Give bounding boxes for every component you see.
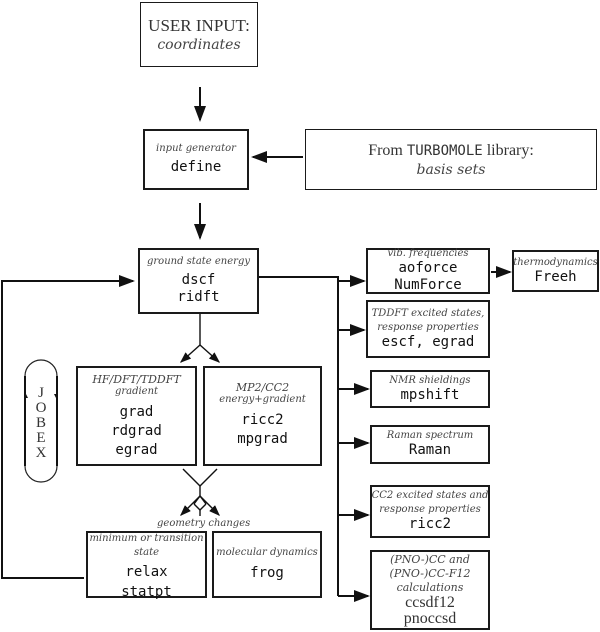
relax-caption: minimum or transition xyxy=(89,533,204,544)
program-ccsdf12: ccsdf12 xyxy=(405,594,455,611)
program-ricc2-excited: ricc2 xyxy=(408,516,452,532)
hf-dft-caption2: gradient xyxy=(114,386,159,397)
nmr-box: NMR shieldings mpshift xyxy=(370,370,490,408)
define-box: input generator define xyxy=(143,129,249,190)
geometry-changes-label: geometry changes xyxy=(157,518,251,529)
loop-back-line xyxy=(1,275,135,579)
jobex-letter: X xyxy=(35,445,47,461)
fork-arrow-left xyxy=(179,344,201,363)
fork2-arrow-right xyxy=(199,495,220,516)
cc2-caption2: response properties xyxy=(379,504,481,515)
mp2-cc2-caption: MP2/CC2 xyxy=(235,381,290,394)
library-subtitle: basis sets xyxy=(416,161,486,178)
library-prefix: From xyxy=(368,141,407,159)
library-name: TURBOMOLE xyxy=(406,142,483,159)
jobex-letter: O xyxy=(35,400,47,416)
jobex-label: J O B E X xyxy=(24,386,58,461)
freeh-caption: thermodynamics xyxy=(513,256,598,268)
relax-box: minimum or transition state relax statpt xyxy=(86,531,207,600)
fork2-arrow-left xyxy=(180,495,201,516)
jobex-letter: J xyxy=(38,385,44,401)
library-suffix: library: xyxy=(482,141,534,159)
jobex-letter: B xyxy=(35,415,46,431)
library-title: From TURBOMOLE library: xyxy=(368,141,534,161)
program-grad: grad xyxy=(119,404,154,420)
program-numforce: NumForce xyxy=(394,277,462,293)
frog-box: molecular dynamics frog xyxy=(212,531,322,598)
frog-caption: molecular dynamics xyxy=(216,547,318,558)
vib-frequencies-box: vib. frequencies aoforce NumForce xyxy=(366,248,490,294)
program-ridft: ridft xyxy=(177,289,220,305)
tddft-caption: TDDFT excited states, xyxy=(371,307,485,319)
tddft-box: TDDFT excited states, response propertie… xyxy=(366,300,490,358)
library-box: From TURBOMOLE library: basis sets xyxy=(305,129,597,190)
program-escf-egrad: escf, egrad xyxy=(381,333,475,350)
user-input-subtitle: coordinates xyxy=(157,36,241,53)
program-aoforce: aoforce xyxy=(398,260,458,276)
program-egrad: egrad xyxy=(115,442,158,458)
nmr-caption: NMR shieldings xyxy=(389,374,471,386)
program-mpgrad: mpgrad xyxy=(237,431,288,447)
cc2-excited-box: CC2 excited states and response properti… xyxy=(370,485,490,538)
raman-caption: Raman spectrum xyxy=(386,430,474,441)
pno-cc-box: (PNO-)CC and (PNO-)CC-F12 calculations c… xyxy=(370,550,490,630)
pno-caption: (PNO-)CC and xyxy=(390,553,470,566)
program-rdgrad: rdgrad xyxy=(111,423,162,439)
pno-caption2: (PNO-)CC-F12 xyxy=(389,567,471,580)
mp2-cc2-caption2: energy+gradient xyxy=(219,394,306,405)
ground-state-box: ground state energy dscf ridft xyxy=(138,248,259,314)
tddft-caption2: response properties xyxy=(377,321,479,333)
freeh-box: thermodynamics Freeh xyxy=(512,250,599,292)
program-statpt: statpt xyxy=(121,584,172,600)
program-freeh: Freeh xyxy=(534,268,577,285)
program-pnoccsd: pnoccsd xyxy=(403,610,457,627)
program-dscf: dscf xyxy=(181,272,216,288)
program-relax: relax xyxy=(125,564,168,580)
program-raman: Raman xyxy=(408,442,452,458)
raman-box: Raman spectrum Raman xyxy=(370,425,490,464)
hf-dft-caption: HF/DFT/TDDFT xyxy=(92,373,181,386)
program-ricc2: ricc2 xyxy=(241,412,284,428)
program-mpshift: mpshift xyxy=(400,386,460,403)
define-program: define xyxy=(170,159,222,175)
fork-arrow-right xyxy=(199,344,221,363)
pno-caption3: calculations xyxy=(396,581,464,594)
program-frog: frog xyxy=(250,565,284,581)
user-input-box: USER INPUT: coordinates xyxy=(140,2,258,67)
relax-caption2: state xyxy=(133,547,160,558)
vib-caption: vib. frequencies xyxy=(387,248,469,259)
ground-to-properties-trunk xyxy=(259,276,339,596)
mp2-cc2-box: MP2/CC2 energy+gradient ricc2 mpgrad xyxy=(203,366,322,466)
ground-state-caption: ground state energy xyxy=(147,256,250,267)
jobex-letter: E xyxy=(36,430,46,446)
define-caption: input generator xyxy=(156,143,236,154)
hf-dft-gradient-box: HF/DFT/TDDFT gradient grad rdgrad egrad xyxy=(76,366,197,466)
user-input-title: USER INPUT: xyxy=(148,15,250,35)
jobex-loop: J O B E X xyxy=(22,358,60,484)
cc2-caption: CC2 excited states and xyxy=(371,490,489,501)
